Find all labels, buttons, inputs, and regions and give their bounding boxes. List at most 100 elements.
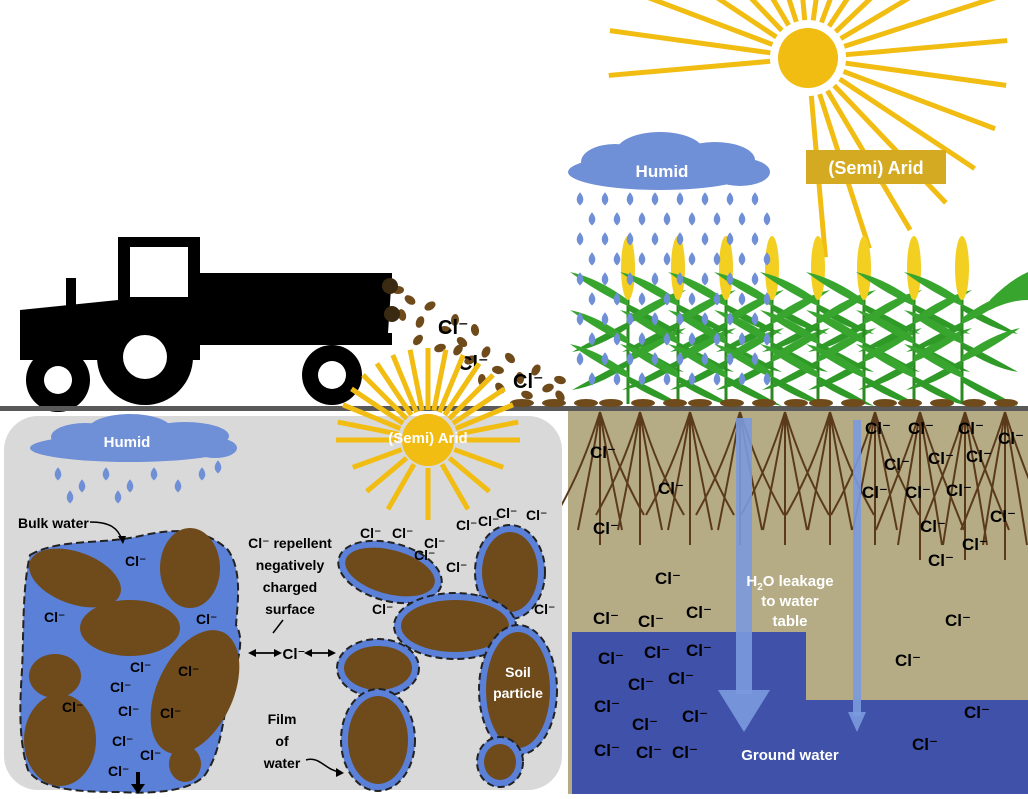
- chloride-ion-label: Cl⁻: [686, 603, 712, 622]
- root-strand: [874, 411, 920, 516]
- sun-icon: [336, 348, 520, 520]
- chloride-ion-label: Cl⁻: [990, 507, 1016, 526]
- raindrop-icon: [601, 272, 609, 286]
- chloride-ion-label: Cl⁻: [108, 763, 129, 779]
- chloride-ion-label: Cl⁻: [655, 569, 681, 588]
- cloud-icon: [568, 132, 770, 190]
- sun-ray: [390, 354, 419, 414]
- chloride-ion-label: Cl⁻: [125, 553, 146, 569]
- sun-ray: [839, 0, 911, 41]
- raindrop-icon: [601, 192, 609, 206]
- root-strand: [919, 411, 943, 546]
- chloride-ion-label: Cl⁻: [110, 679, 131, 695]
- corn-leaf: [760, 272, 818, 306]
- chloride-ion-label: Cl⁻: [372, 601, 393, 617]
- soil-particle: [160, 528, 220, 608]
- raindrop-icon: [701, 352, 709, 366]
- fertilizer-pellet: [424, 301, 436, 311]
- chloride-ion-label: Cl⁻: [966, 447, 992, 466]
- corn-leaf: [856, 344, 914, 378]
- chloride-ion-label: Cl⁻: [593, 609, 619, 628]
- fertilizer-pellet: [453, 344, 463, 356]
- soil-particle: [474, 524, 546, 620]
- repellent-label-2: negatively: [256, 557, 325, 573]
- raindrop-icon: [763, 372, 771, 386]
- raindrop-icon: [126, 479, 134, 493]
- raindrop-icon: [66, 490, 74, 504]
- chloride-ion-label: Cl⁻: [140, 747, 161, 763]
- chloride-ion-label: Cl⁻: [424, 535, 445, 551]
- raindrop-icon: [638, 372, 646, 386]
- raindrop-icon: [713, 372, 721, 386]
- chloride-ion-label: Cl⁻: [895, 651, 921, 670]
- surface-pellet: [574, 399, 598, 407]
- sun-ray: [374, 362, 414, 417]
- sun-ray: [451, 386, 506, 426]
- chloride-ion-label: Cl⁻: [594, 697, 620, 716]
- fertilizer-pellet: [404, 295, 416, 305]
- sun-ray: [337, 419, 400, 437]
- fertilizer-pellet: [464, 355, 476, 365]
- root-strand: [920, 411, 966, 531]
- soil-particle: [29, 548, 121, 608]
- fertilizer-pellet: [542, 383, 554, 393]
- groundwater-label: Ground water: [741, 747, 839, 764]
- repulsion-arrows: [248, 649, 336, 657]
- surface-pellet: [873, 399, 897, 407]
- chloride-ion-label: Cl⁻: [496, 505, 517, 521]
- pointer-head: [336, 768, 344, 777]
- sun-disc: [778, 28, 838, 88]
- chloride-ion-label: Cl⁻: [118, 703, 139, 719]
- corn-leaf: [714, 344, 772, 378]
- raindrop-icon: [638, 332, 646, 346]
- sun-disc: [402, 414, 454, 466]
- raindrop-icon: [626, 272, 634, 286]
- chloride-ion-label: Cl⁻: [946, 481, 972, 500]
- fertilizer-pellet: [515, 372, 525, 384]
- raindrop-icon: [713, 252, 721, 266]
- raindrop-icon: [576, 352, 584, 366]
- sun-ray: [351, 447, 403, 470]
- film-label-3: water: [263, 755, 301, 771]
- arid-label-panel: (Semi) Arid: [388, 430, 467, 447]
- root-strand: [875, 411, 921, 531]
- chloride-ion-label: Cl⁻: [636, 743, 662, 762]
- root-strand: [784, 411, 808, 531]
- surface-pellet: [510, 399, 534, 407]
- sun-ray: [833, 0, 873, 34]
- raindrop-icon: [651, 192, 659, 206]
- raindrop-icon: [576, 312, 584, 326]
- corn-leaf: [772, 376, 828, 406]
- sun-ray: [749, 0, 784, 33]
- chloride-ion-label: Cl⁻: [686, 641, 712, 660]
- corn-leaf: [668, 344, 726, 378]
- soil-particle: [478, 624, 558, 756]
- corn-leaf: [818, 376, 874, 406]
- sun-ray: [365, 456, 409, 494]
- fertilizer-pellet: [450, 314, 460, 326]
- root-strand: [919, 411, 965, 531]
- chloride-ion-label: Cl⁻: [632, 715, 658, 734]
- root-strand: [645, 411, 691, 516]
- raindrop-icon: [751, 192, 759, 206]
- ion-label: Cl⁻: [458, 353, 489, 375]
- root-strand: [762, 411, 786, 531]
- leakage-label-line1: H2O leakage: [746, 573, 833, 593]
- sun-ray: [845, 38, 1008, 58]
- chloride-ion-label: Cl⁻: [526, 507, 547, 523]
- surface-pellet: [994, 399, 1018, 407]
- soil-particles: [24, 524, 558, 792]
- corn-leaf: [620, 272, 678, 306]
- chloride-ion-label: Cl⁻: [962, 535, 988, 554]
- root-strand: [577, 411, 601, 531]
- chloride-ion-label: Cl⁻: [62, 699, 83, 715]
- corn-leaf: [620, 310, 678, 344]
- surface-pellet: [930, 399, 954, 407]
- raindrop-icon: [626, 232, 634, 246]
- raindrop-icon: [676, 352, 684, 366]
- fertilizer-pellet: [456, 337, 468, 347]
- root-strand: [555, 411, 601, 516]
- chloride-ion-label: Cl⁻: [964, 703, 990, 722]
- soil-particle: [169, 746, 201, 782]
